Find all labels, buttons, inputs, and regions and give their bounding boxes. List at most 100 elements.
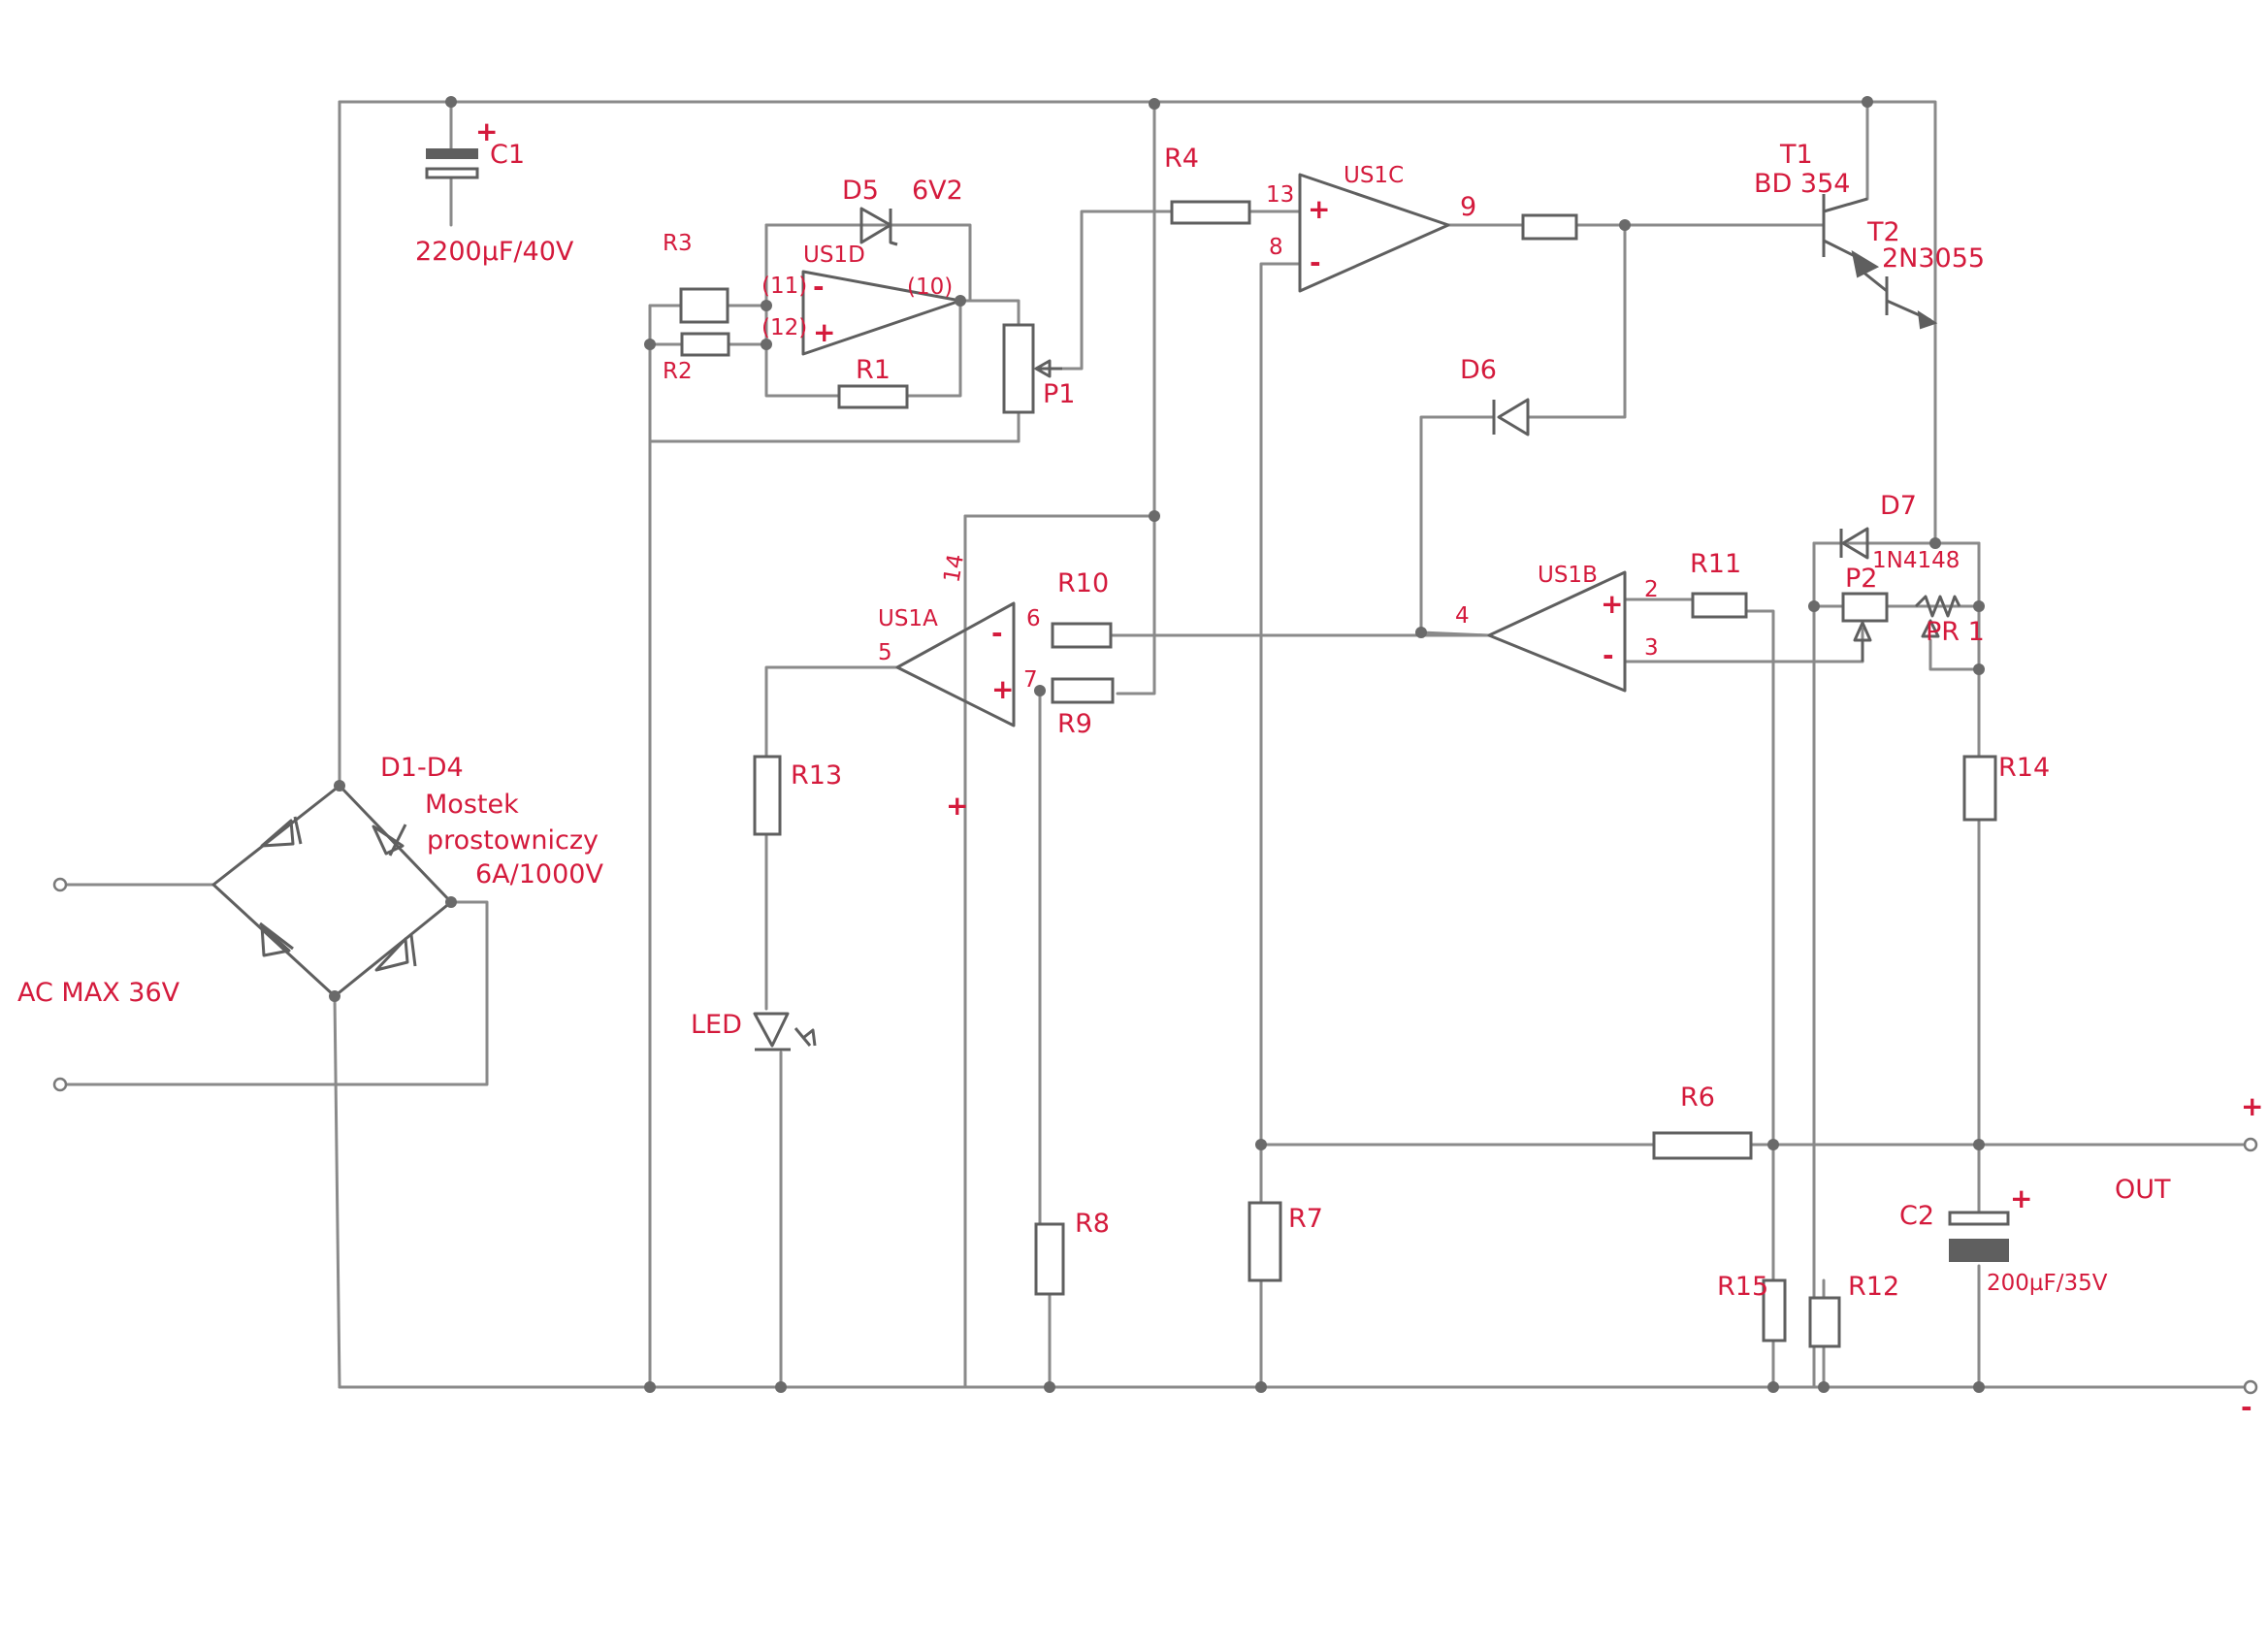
label-t2-value: 2N3055 (1882, 243, 1985, 274)
label-us1c-minus: - (1310, 246, 1321, 278)
potentiometer-p1 (1002, 323, 1062, 414)
label-c2-plus: + (2010, 1182, 2032, 1214)
opamp-us1d (801, 270, 962, 356)
diode-d6-icon (1492, 398, 1530, 436)
resistor-r4 (1170, 200, 1251, 225)
label-d5: D5 (842, 176, 879, 206)
label-us1c-plus: + (1308, 193, 1330, 225)
label-pin9: 9 (1460, 192, 1476, 222)
label-c1-plus: + (475, 115, 498, 147)
label-t2: T2 (1866, 217, 1900, 247)
label-r14: R14 (1998, 753, 2050, 783)
out-terminal-minus (2243, 1379, 2258, 1395)
diode-d3-icon (259, 922, 294, 957)
label-r10: R10 (1057, 568, 1109, 598)
label-t1-value: BD 354 (1754, 169, 1850, 199)
label-c1: C1 (490, 140, 525, 170)
resistor-r8 (1034, 1222, 1065, 1296)
capacitor-c2 (1948, 1211, 2010, 1262)
resistor-r13 (753, 755, 782, 836)
label-pin12: (12) (761, 315, 807, 340)
label-pin8: 8 (1269, 235, 1283, 260)
ac-terminal-bottom (52, 1077, 68, 1092)
label-r8: R8 (1075, 1209, 1110, 1239)
wires (64, 100, 2252, 1389)
label-r13: R13 (791, 760, 842, 791)
label-d7: D7 (1880, 491, 1917, 521)
resistor-r9 (1051, 677, 1115, 704)
label-pin4: 4 (1455, 603, 1470, 629)
label-r15: R15 (1717, 1272, 1768, 1302)
label-r9: R9 (1057, 709, 1092, 739)
bridge-rectifier (211, 784, 453, 998)
label-plus-mark: + (946, 790, 968, 822)
label-out-minus: - (2241, 1391, 2252, 1423)
trimmer-pr1 (1914, 595, 1961, 638)
capacitor-c1 (425, 148, 479, 179)
label-pin11: (11) (761, 274, 807, 299)
label-us1b-minus: - (1603, 639, 1614, 671)
label-us1d-minus: - (813, 271, 825, 303)
transistor-t2 (1862, 270, 1938, 330)
label-us1d-plus: + (813, 316, 835, 348)
label-pin5: 5 (878, 640, 892, 665)
resistor-r14 (1962, 755, 1997, 822)
led-icon (753, 1012, 817, 1051)
label-us1d: US1D (803, 242, 865, 268)
label-d5-value: 6V2 (912, 176, 963, 206)
label-us1b: US1B (1538, 563, 1598, 588)
resistor-r7 (1247, 1201, 1282, 1282)
label-c2: C2 (1899, 1201, 1934, 1231)
label-c2-value: 200µF/35V (1987, 1271, 2108, 1296)
label-bridge-desc2: prostowniczy (427, 825, 599, 856)
label-t1: T1 (1779, 140, 1813, 170)
label-led: LED (691, 1010, 742, 1040)
resistor-r10 (1051, 622, 1113, 649)
resistor-r15 (1762, 1278, 1787, 1342)
label-r12: R12 (1848, 1272, 1899, 1302)
label-pin2: 2 (1644, 577, 1659, 602)
diode-d1-icon (260, 816, 303, 848)
label-pin3: 3 (1644, 635, 1659, 661)
label-pr1: PR 1 (1926, 617, 1985, 647)
label-pin6: 6 (1026, 606, 1041, 631)
zener-diode-d5-icon (859, 207, 898, 246)
label-bridge: D1-D4 (380, 753, 464, 783)
label-c1-value: 2200µF/40V (415, 237, 574, 267)
opamp-us1c (1298, 173, 1450, 293)
ac-terminal-top (52, 877, 68, 892)
label-bridge-desc1: Mostek (425, 790, 519, 820)
labels: C1 + 2200µF/40V D5 6V2 R3 R2 US1D (11) (… (17, 115, 2263, 1423)
label-r3: R3 (663, 231, 693, 256)
diode-d4-icon (374, 934, 417, 972)
label-d7-value: 1N4148 (1872, 548, 1960, 573)
label-r11: R11 (1690, 549, 1741, 579)
label-us1a-minus: - (991, 617, 1003, 649)
label-r7: R7 (1288, 1204, 1323, 1234)
diode-d7-icon (1839, 527, 1869, 560)
label-bridge-value: 6A/1000V (475, 859, 603, 889)
label-us1a-plus: + (991, 673, 1014, 705)
opamp-us1a (895, 601, 1016, 728)
resistor-base (1521, 213, 1578, 241)
label-ac-input: AC MAX 36V (17, 978, 180, 1008)
resistor-r3 (679, 287, 729, 324)
label-us1a: US1A (878, 606, 938, 631)
label-pin13: 13 (1266, 182, 1294, 208)
label-r1: R1 (856, 355, 891, 385)
resistor-r1 (837, 384, 909, 409)
label-us1c: US1C (1344, 163, 1404, 188)
label-pin7: 7 (1023, 667, 1038, 693)
label-out-plus: + (2241, 1090, 2263, 1122)
label-out: OUT (2115, 1175, 2171, 1205)
label-pin14: 14 (939, 552, 969, 584)
label-r6: R6 (1680, 1083, 1715, 1113)
resistor-r11 (1691, 592, 1748, 619)
resistor-r6 (1652, 1131, 1753, 1160)
resistor-r12 (1808, 1296, 1841, 1348)
out-terminal-plus (2243, 1137, 2258, 1152)
label-p1: P1 (1043, 379, 1075, 409)
label-r4: R4 (1164, 144, 1199, 174)
transistor-t1 (1822, 194, 1880, 278)
